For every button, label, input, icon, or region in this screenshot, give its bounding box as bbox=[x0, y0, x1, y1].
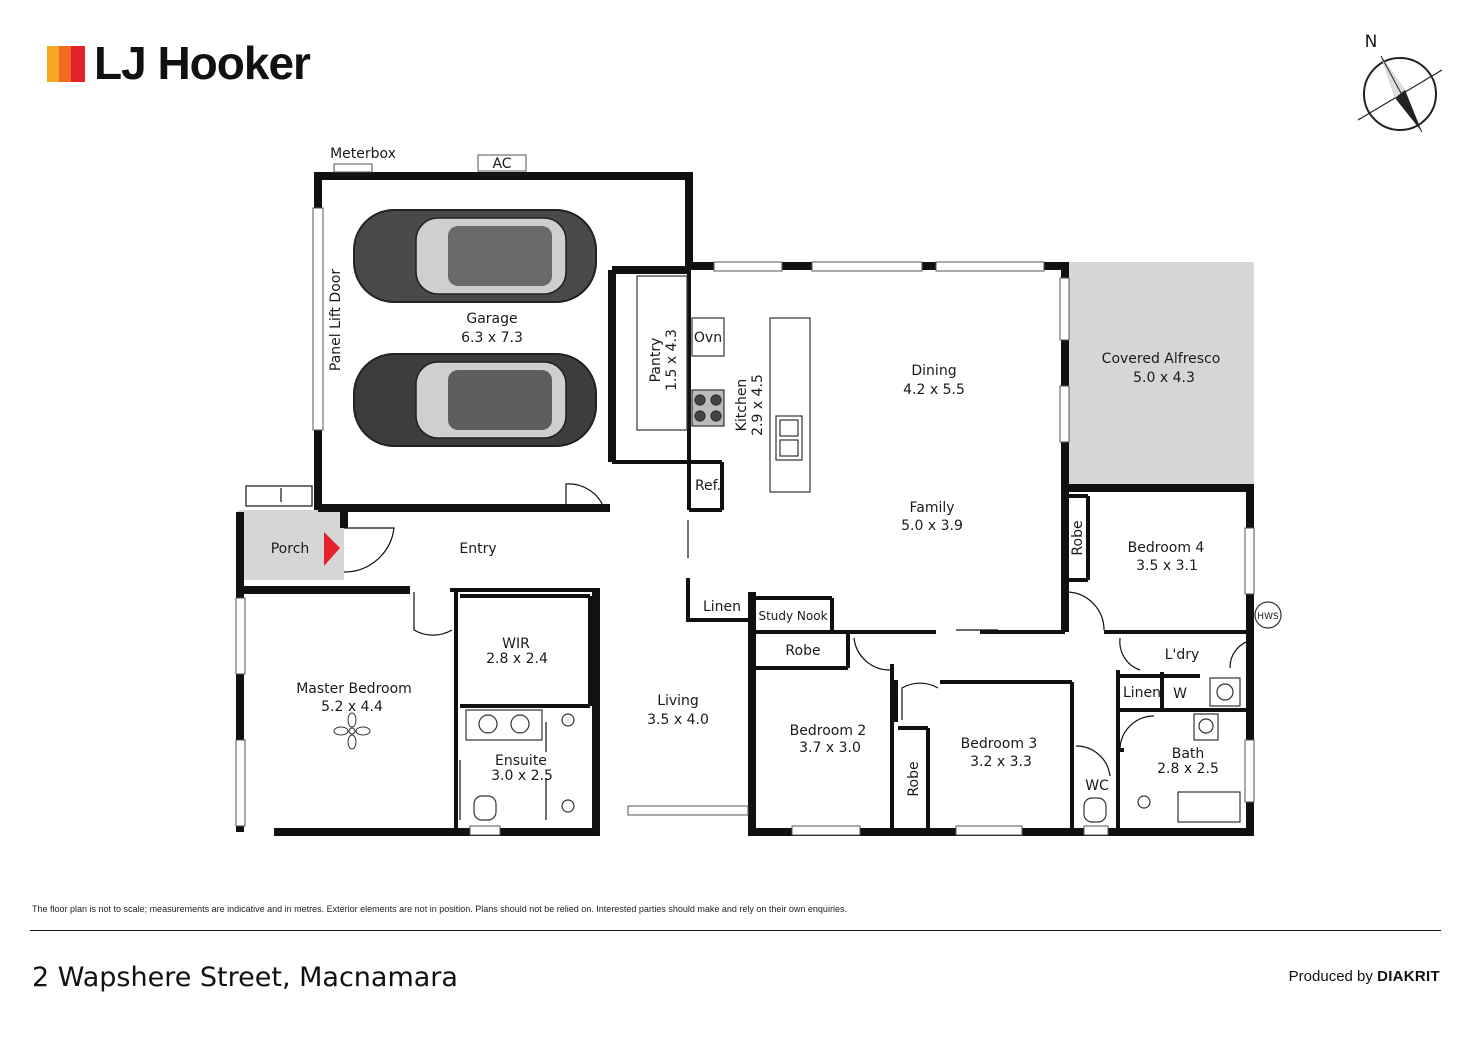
garage-name: Garage bbox=[466, 311, 517, 327]
bedroom4-size: 3.5 x 3.1 bbox=[1136, 558, 1198, 574]
ensuite-name: Ensuite bbox=[495, 753, 547, 769]
covered-alfresco-fill bbox=[1069, 262, 1254, 484]
robe-b2-label: Robe bbox=[785, 643, 820, 659]
entry-arrow-icon bbox=[324, 532, 340, 566]
washer-label: W bbox=[1173, 686, 1187, 702]
entry-label: Entry bbox=[459, 541, 496, 557]
north-compass-icon bbox=[1357, 55, 1443, 133]
kitchen-size: 2.9 x 4.5 bbox=[750, 374, 766, 436]
bedroom2-name: Bedroom 2 bbox=[790, 723, 867, 739]
produced-by-prefix: Produced by bbox=[1288, 968, 1378, 985]
robe-b3-label: Robe bbox=[906, 761, 922, 796]
car-icon bbox=[353, 209, 597, 303]
master-size: 5.2 x 4.4 bbox=[321, 699, 383, 715]
master-name: Master Bedroom bbox=[296, 681, 412, 697]
pantry-size: 1.5 x 4.3 bbox=[664, 329, 680, 391]
bedroom4-name: Bedroom 4 bbox=[1128, 540, 1205, 556]
porch-label: Porch bbox=[271, 541, 310, 557]
meterbox-label: Meterbox bbox=[330, 146, 396, 162]
ac-label: AC bbox=[492, 156, 511, 172]
produced-by: Produced by DIAKRIT bbox=[1289, 968, 1440, 985]
bedroom3-name: Bedroom 3 bbox=[961, 736, 1038, 752]
kitchen-name: Kitchen bbox=[734, 379, 750, 432]
pantry-name: Pantry bbox=[648, 338, 664, 383]
living-name: Living bbox=[657, 693, 699, 709]
lj-hooker-logo-mark bbox=[47, 46, 85, 82]
kitchen-fixtures bbox=[636, 275, 811, 493]
property-address: 2 Wapshere Street, Macnamara bbox=[32, 962, 458, 993]
car-icon bbox=[353, 353, 597, 447]
dining-name: Dining bbox=[911, 363, 956, 379]
alfresco-name: Covered Alfresco bbox=[1102, 351, 1221, 367]
wir-size: 2.8 x 2.4 bbox=[486, 651, 548, 667]
family-name: Family bbox=[909, 500, 954, 516]
wc-label: WC bbox=[1085, 778, 1109, 794]
ensuite-size: 3.0 x 2.5 bbox=[491, 768, 553, 784]
footer-divider bbox=[30, 930, 1441, 931]
oven-label: Ovn bbox=[694, 330, 722, 346]
family-size: 5.0 x 3.9 bbox=[901, 518, 963, 534]
ceiling-fan-icon bbox=[333, 712, 371, 750]
wir-name: WIR bbox=[502, 636, 530, 652]
bathroom-fixtures bbox=[465, 677, 1241, 823]
dining-size: 4.2 x 5.5 bbox=[903, 382, 965, 398]
windows bbox=[235, 154, 1255, 836]
disclaimer-text: The floor plan is not to scale; measurem… bbox=[32, 904, 847, 914]
fridge-label: Ref. bbox=[695, 478, 721, 494]
panel-lift-door-label: Panel Lift Door bbox=[328, 269, 344, 371]
hws-label: HWS bbox=[1257, 612, 1279, 622]
laundry-linen-label: Linen bbox=[1123, 685, 1161, 701]
garage-size: 6.3 x 7.3 bbox=[461, 330, 523, 346]
porch-steps bbox=[245, 485, 313, 507]
produced-by-brand: DIAKRIT bbox=[1377, 968, 1440, 985]
bedroom2-size: 3.7 x 3.0 bbox=[799, 740, 861, 756]
hot-water-system-icon bbox=[1254, 601, 1282, 629]
bath-size: 2.8 x 2.5 bbox=[1157, 761, 1219, 777]
compass-north-label: N bbox=[1365, 32, 1378, 52]
hall-linen-label: Linen bbox=[703, 599, 741, 615]
robe-b4-label: Robe bbox=[1070, 520, 1086, 555]
brand-logo-text: LJ Hooker bbox=[94, 37, 311, 89]
alfresco-size: 5.0 x 4.3 bbox=[1133, 370, 1195, 386]
laundry-label: L'dry bbox=[1165, 647, 1200, 663]
interior-walls bbox=[450, 266, 1250, 832]
bath-name: Bath bbox=[1172, 746, 1205, 762]
study-nook-label: Study Nook bbox=[758, 609, 827, 623]
living-size: 3.5 x 4.0 bbox=[647, 712, 709, 728]
bedroom3-size: 3.2 x 3.3 bbox=[970, 754, 1032, 770]
